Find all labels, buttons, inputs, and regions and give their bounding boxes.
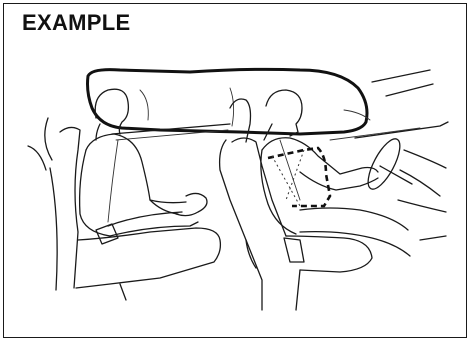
rear-passenger bbox=[80, 89, 207, 236]
airbag-seam bbox=[140, 90, 148, 120]
steering-wheel bbox=[362, 135, 446, 212]
front-driver bbox=[261, 90, 410, 256]
rear-cabin-lines bbox=[28, 118, 230, 170]
